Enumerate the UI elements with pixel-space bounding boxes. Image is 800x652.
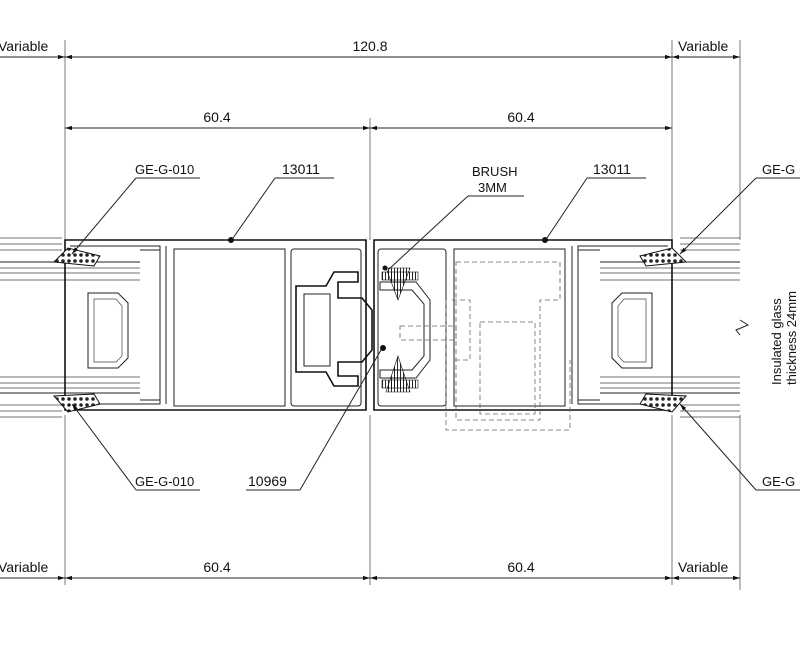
left-glass-unit	[0, 237, 140, 418]
interlock-profile	[295, 265, 431, 393]
top-dimension-row-1: Variable 120.8 Variable	[0, 38, 740, 60]
dim-variable-bottom-right: Variable	[678, 559, 729, 575]
top-dimension-row-2: 60.4 60.4	[65, 109, 672, 131]
callouts: GE-G-010 13011 BRUSH 3MM 13011 GE-G GE-G…	[71, 161, 800, 491]
gasket-set	[52, 247, 688, 413]
left-profile	[64, 237, 367, 411]
callout-gasket-top-right: GE-G	[762, 162, 795, 177]
profile-right-marker	[542, 237, 548, 243]
dim-bottom-left-half: 60.4	[203, 559, 230, 575]
callout-brush-line2: 3MM	[478, 180, 507, 195]
dim-top-left-half: 60.4	[203, 109, 230, 125]
callout-gasket-bottom-right: GE-G	[762, 474, 795, 489]
glass-note-line2: thickness 24mm	[784, 291, 799, 385]
callout-brush-line1: BRUSH	[472, 164, 518, 179]
hidden-lines	[399, 261, 571, 431]
callout-profile-right: 13011	[593, 161, 631, 177]
callout-gasket-top-left: GE-G-010	[135, 162, 194, 177]
dim-bottom-right-half: 60.4	[507, 559, 534, 575]
callout-gasket-bottom-left: GE-G-010	[135, 474, 194, 489]
right-glass-unit	[600, 237, 750, 418]
callout-profile-left: 13011	[282, 161, 320, 177]
dim-top-right-half: 60.4	[507, 109, 534, 125]
dim-variable-top-right: Variable	[678, 38, 729, 54]
dim-variable-bottom-left: Variable	[0, 559, 49, 575]
dim-total-width: 120.8	[352, 38, 387, 54]
extension-lines	[64, 40, 741, 590]
right-profile	[373, 237, 673, 411]
dim-variable-top-left: Variable	[0, 38, 49, 54]
bottom-dimension-row: Variable 60.4 60.4 Variable	[0, 559, 740, 581]
callout-interlock: 10969	[248, 473, 287, 489]
glass-note-line1: Insulated glass	[769, 298, 784, 385]
glass-thickness-note: Insulated glass thickness 24mm	[769, 291, 799, 385]
profile-left-marker	[228, 237, 234, 243]
